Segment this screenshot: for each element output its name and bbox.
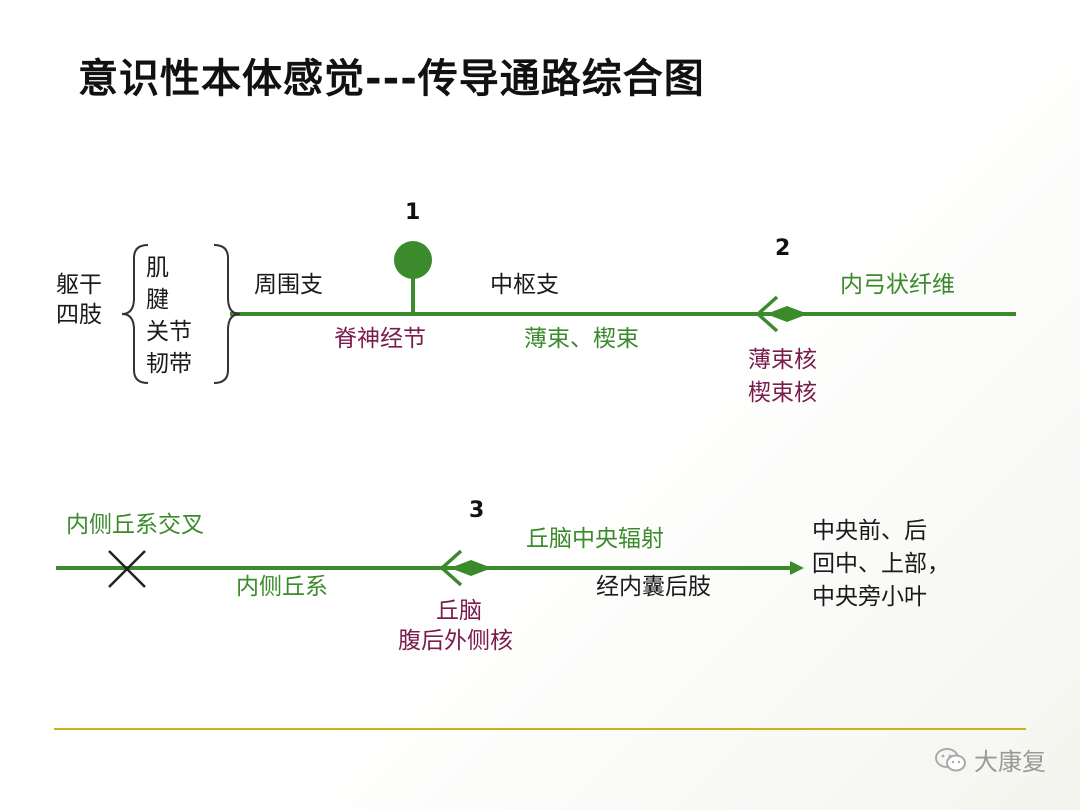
source-region-trunk: 躯干	[56, 272, 102, 298]
synapse-diamond-1	[766, 306, 808, 322]
tracts-label: 薄束、楔束	[524, 326, 639, 352]
cuneate-nucleus-label: 楔束核	[748, 380, 817, 406]
cortical-target-line-1: 中央前、后	[812, 518, 927, 544]
left-brace	[121, 244, 149, 384]
cortical-target: 中央前、后 回中、上部， 中央旁小叶	[812, 515, 950, 614]
ganglion-label: 脊神经节	[334, 326, 426, 352]
receptor-ligament: 韧带	[146, 351, 192, 377]
thalamus-label: 丘脑	[436, 598, 482, 624]
neuron-number-1: 1	[405, 200, 421, 225]
receptor-tendon: 腱	[146, 287, 169, 313]
source-region-limbs: 四肢	[56, 302, 102, 328]
ganglion-cell-body	[394, 241, 432, 279]
gracile-nucleus-label: 薄束核	[748, 347, 817, 373]
synapse-chevron-2	[439, 549, 463, 587]
internal-arcuate-fibers-label: 内弓状纤维	[840, 272, 955, 298]
peripheral-branch-label: 周围支	[254, 272, 323, 298]
right-brace	[213, 244, 241, 384]
internal-capsule-label: 经内囊后肢	[596, 574, 711, 600]
vpl-nucleus-label: 腹后外侧核	[398, 628, 513, 654]
page-title: 意识性本体感觉---传导通路综合图	[78, 56, 705, 102]
receptor-joint: 关节	[146, 319, 192, 345]
cortical-target-line-2: 回中、上部，	[812, 551, 950, 577]
thalamocortical-radiation-label: 丘脑中央辐射	[526, 526, 664, 552]
cortical-target-line-3: 中央旁小叶	[812, 584, 927, 610]
arrow-head	[790, 561, 804, 575]
decussation-label: 内侧丘系交叉	[66, 512, 204, 538]
decussation-cross-b	[108, 550, 146, 588]
neuron-number-2: 2	[775, 236, 791, 261]
receptor-list: 肌 腱 关节 韧带	[146, 252, 192, 380]
medial-lemniscus-label: 内侧丘系	[236, 574, 328, 600]
receptor-muscle: 肌	[146, 255, 169, 281]
wechat-icon	[935, 747, 966, 771]
central-branch-label: 中枢支	[490, 272, 559, 298]
neuron-number-3: 3	[469, 498, 485, 523]
synapse-diamond-2	[450, 560, 492, 576]
synapse-chevron-1	[755, 295, 779, 333]
watermark: 大康复	[934, 742, 1046, 777]
source-region: 躯干 四肢	[56, 270, 102, 330]
watermark-text: 大康复	[974, 748, 1046, 776]
dorsal-column-nuclei: 薄束核 楔束核	[748, 344, 817, 410]
